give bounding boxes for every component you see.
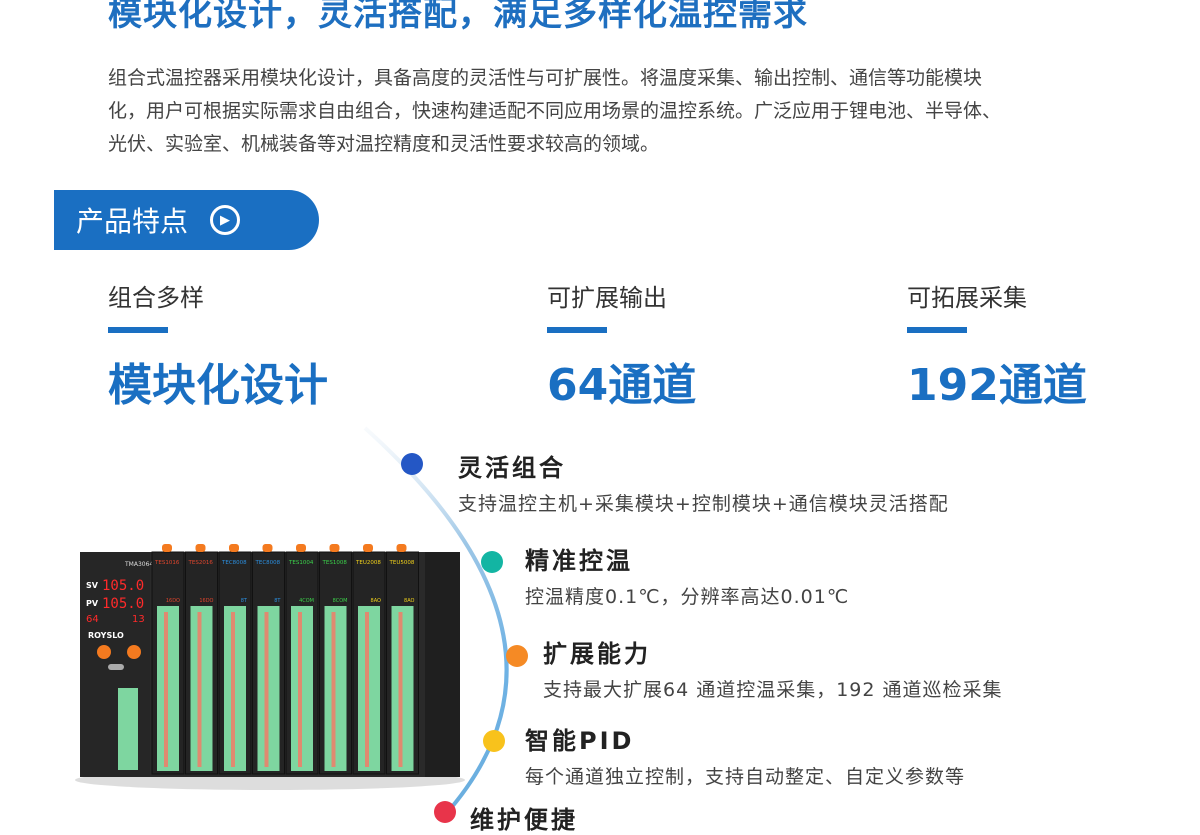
main-model: TMA3064 (124, 561, 153, 568)
feature-title: 灵活组合 (458, 454, 566, 482)
device-button (97, 645, 111, 659)
stat-underline (547, 327, 607, 333)
sv-value: 105.0 (102, 578, 144, 594)
module-model: TES1016 (154, 560, 180, 566)
stat-underline (907, 327, 967, 333)
feature-item: 灵活组合支持温控主机+采集模块+控制模块+通信模块灵活搭配 (458, 448, 949, 516)
feature-title: 维护便捷 (470, 806, 578, 834)
stat-value: 模块化设计 (108, 360, 328, 411)
feature-item: 维护便捷 (470, 800, 578, 835)
module-model: TES2016 (188, 560, 214, 566)
feature-title: 精准控温 (525, 547, 633, 575)
timeline-dot (483, 730, 505, 752)
device-button (127, 645, 141, 659)
arrow-right-circle-icon: ▶ (210, 205, 241, 235)
page-title: 模块化设计，灵活搭配，满足多样化温控需求 (108, 0, 808, 34)
module-latch (329, 544, 340, 552)
module-latch (162, 544, 172, 552)
feature-desc: 控温精度0.1℃，分辨率高达0.01℃ (525, 586, 850, 608)
module-latch (195, 544, 206, 552)
module-type: 8COM (333, 598, 348, 604)
intro-line: 化，用户可根据实际需求自由组合，快速构建适配不同应用场景的温控系统。广泛应用于锂… (108, 100, 1002, 122)
stat-label: 可拓展采集 (907, 284, 1027, 312)
intro-line: 光伏、实验室、机械装备等对温控精度和灵活性要求较高的领域。 (108, 133, 660, 155)
stat-output: 可扩展输出 64通道 (547, 278, 696, 413)
module-type: 8T (241, 598, 248, 604)
module-type: 16DO (199, 598, 213, 604)
stat-label: 可扩展输出 (547, 284, 667, 312)
feature-desc: 支持最大扩展64 通道控温采集，192 通道巡检采集 (543, 679, 1003, 701)
stat-label: 组合多样 (108, 284, 204, 312)
module-latch (296, 544, 306, 552)
intro-line: 组合式温控器采用模块化设计，具备高度的灵活性与可扩展性。将温度采集、输出控制、通… (108, 67, 983, 89)
badge-label: 产品特点 (76, 205, 189, 238)
intro-paragraph: 组合式温控器采用模块化设计，具备高度的灵活性与可扩展性。将温度采集、输出控制、通… (108, 62, 1158, 161)
timeline-dot (506, 645, 528, 667)
module-model: TEU2008 (355, 560, 381, 566)
module-type: 8T (274, 598, 281, 604)
stat-combination: 组合多样 模块化设计 (108, 278, 328, 413)
module-type: 16DO (166, 598, 180, 604)
module-type: 4COM (299, 598, 314, 604)
module-latch (229, 544, 239, 552)
timeline-dot (434, 801, 456, 823)
channel-value: 64 (86, 614, 99, 625)
feature-item: 精准控温控温精度0.1℃，分辨率高达0.01℃ (525, 541, 849, 609)
stat-underline (108, 327, 168, 333)
module-model: TEU5008 (389, 560, 415, 566)
module-latch (363, 544, 373, 552)
stat-value: 192通道 (907, 360, 1087, 411)
pv-label: PV (86, 599, 99, 608)
brand-logo: ROYSLO (88, 631, 124, 640)
timeline-dot (401, 453, 423, 475)
module-latch (262, 544, 273, 552)
module-model: TEC8008 (221, 560, 247, 566)
mv-value: 13 (132, 614, 145, 625)
section-badge-features: 产品特点 ▶ (54, 190, 319, 250)
pv-value: 105.0 (102, 596, 144, 612)
module-model: TEC8008 (255, 560, 281, 566)
feature-title: 扩展能力 (543, 640, 651, 668)
module-model: TES1008 (322, 560, 348, 566)
module-model: TES1004 (288, 560, 314, 566)
feature-desc: 每个通道独立控制，支持自动整定、自定义参数等 (525, 766, 966, 788)
stat-value: 64通道 (547, 360, 697, 411)
module-latch (396, 544, 407, 552)
module-type: 8AO (371, 598, 382, 604)
sv-label: SV (86, 581, 99, 590)
feature-desc: 支持温控主机+采集模块+控制模块+通信模块灵活搭配 (458, 493, 949, 515)
stat-acquisition: 可拓展采集 192通道 (907, 278, 1087, 413)
timeline-curve (363, 426, 509, 815)
module-type: 8AO (404, 598, 415, 604)
feature-item: 扩展能力支持最大扩展64 通道控温采集，192 通道巡检采集 (543, 634, 1003, 702)
modular-controller-image: TMA3064 SV 105.0 PV 105.0 64 13 ROYSLO T… (75, 544, 465, 790)
feature-title: 智能PID (525, 727, 635, 755)
feature-item: 智能PID 每个通道独立控制，支持自动整定、自定义参数等 (525, 721, 965, 789)
timeline-dot (481, 551, 503, 573)
